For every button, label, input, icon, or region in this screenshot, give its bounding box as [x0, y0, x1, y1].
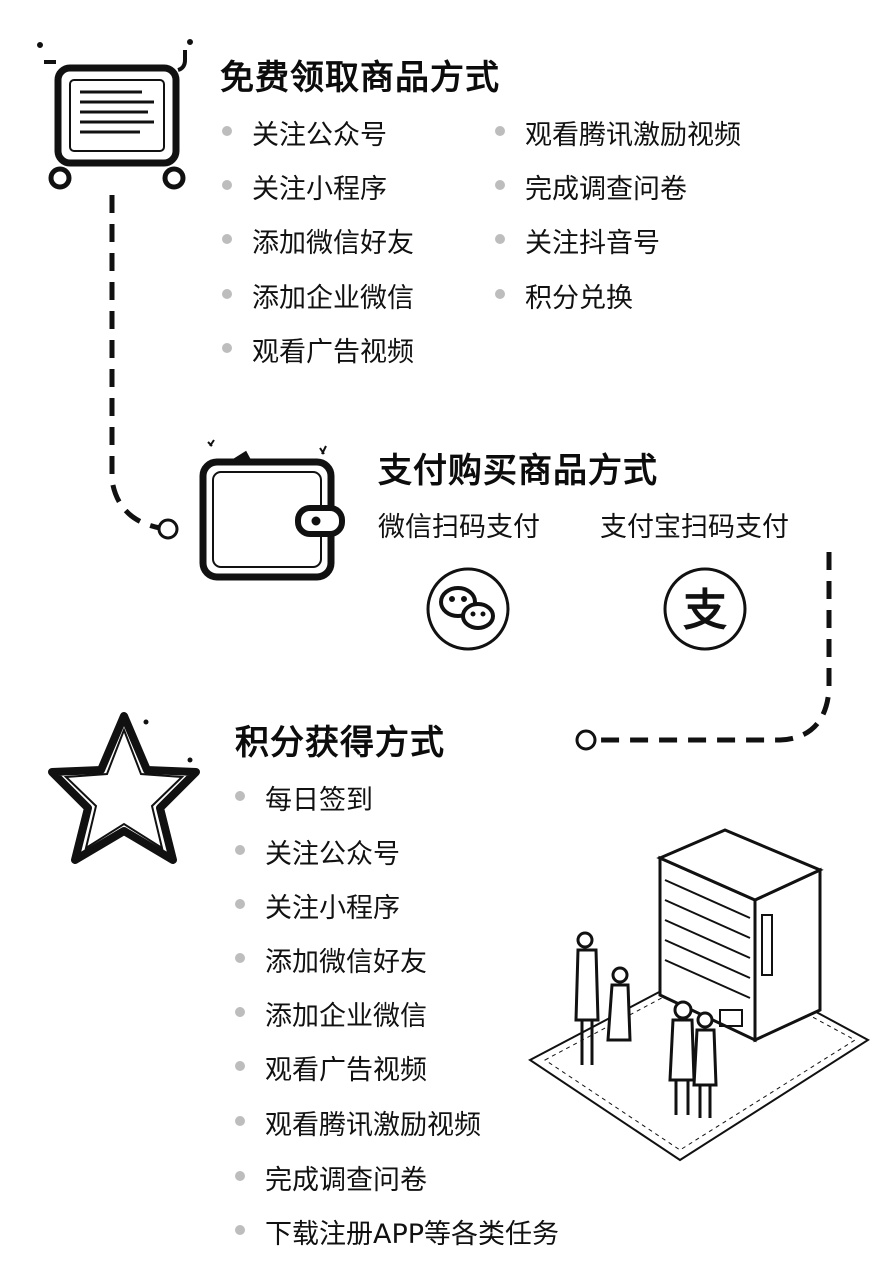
bullet-icon	[495, 234, 505, 244]
pay-section-title: 支付购买商品方式	[378, 451, 658, 491]
list-item: 添加企业微信	[235, 994, 427, 1033]
alipay-icon: 支	[663, 567, 747, 651]
list-item: 关注小程序	[222, 167, 387, 206]
list-item: 观看腾讯激励视频	[235, 1103, 481, 1142]
star-icon	[48, 712, 200, 864]
list-item: 添加微信好友	[235, 940, 427, 979]
list-item: 完成调查问卷	[235, 1158, 427, 1197]
alipay-label: 支付宝扫码支付	[600, 512, 789, 543]
bullet-icon	[235, 1116, 245, 1126]
bullet-icon	[235, 791, 245, 801]
vending-machine-illustration	[528, 828, 870, 1162]
list-item: 添加企业微信	[222, 276, 414, 315]
list-item: 积分兑换	[495, 276, 633, 315]
list-item: 每日签到	[235, 778, 373, 817]
free-section-title: 免费领取商品方式	[220, 58, 500, 98]
svg-text:支: 支	[683, 585, 727, 636]
bullet-icon	[495, 180, 505, 190]
bullet-icon	[235, 1225, 245, 1235]
wechat-pay-label: 微信扫码支付	[378, 512, 540, 543]
connector-node	[157, 518, 179, 540]
list-item: 添加微信好友	[222, 221, 414, 260]
wechat-icon	[426, 567, 510, 651]
bullet-icon	[222, 234, 232, 244]
connector-pay-to-points	[598, 552, 832, 743]
bullet-icon	[235, 1007, 245, 1017]
bullet-icon	[222, 180, 232, 190]
cart-icon	[37, 39, 193, 190]
wallet-icon	[199, 439, 345, 581]
bullet-icon	[222, 289, 232, 299]
bullet-icon	[235, 1061, 245, 1071]
connector-free-to-pay	[109, 195, 161, 531]
bullet-icon	[222, 126, 232, 136]
bullet-icon	[495, 289, 505, 299]
bullet-icon	[235, 953, 245, 963]
bullet-icon	[235, 1171, 245, 1181]
list-item: 观看腾讯激励视频	[495, 113, 741, 152]
bullet-icon	[495, 126, 505, 136]
list-item: 关注小程序	[235, 886, 400, 925]
bullet-icon	[235, 899, 245, 909]
connector-node	[575, 729, 597, 751]
list-item: 关注公众号	[222, 113, 387, 152]
bullet-icon	[235, 845, 245, 855]
list-item: 观看广告视频	[235, 1048, 427, 1087]
list-item: 关注抖音号	[495, 221, 660, 260]
bullet-icon	[222, 343, 232, 353]
list-item: 完成调查问卷	[495, 167, 687, 206]
list-item: 下载注册APP等各类任务	[235, 1212, 559, 1251]
list-item: 关注公众号	[235, 832, 400, 871]
points-section-title: 积分获得方式	[235, 723, 445, 763]
list-item: 观看广告视频	[222, 330, 414, 369]
